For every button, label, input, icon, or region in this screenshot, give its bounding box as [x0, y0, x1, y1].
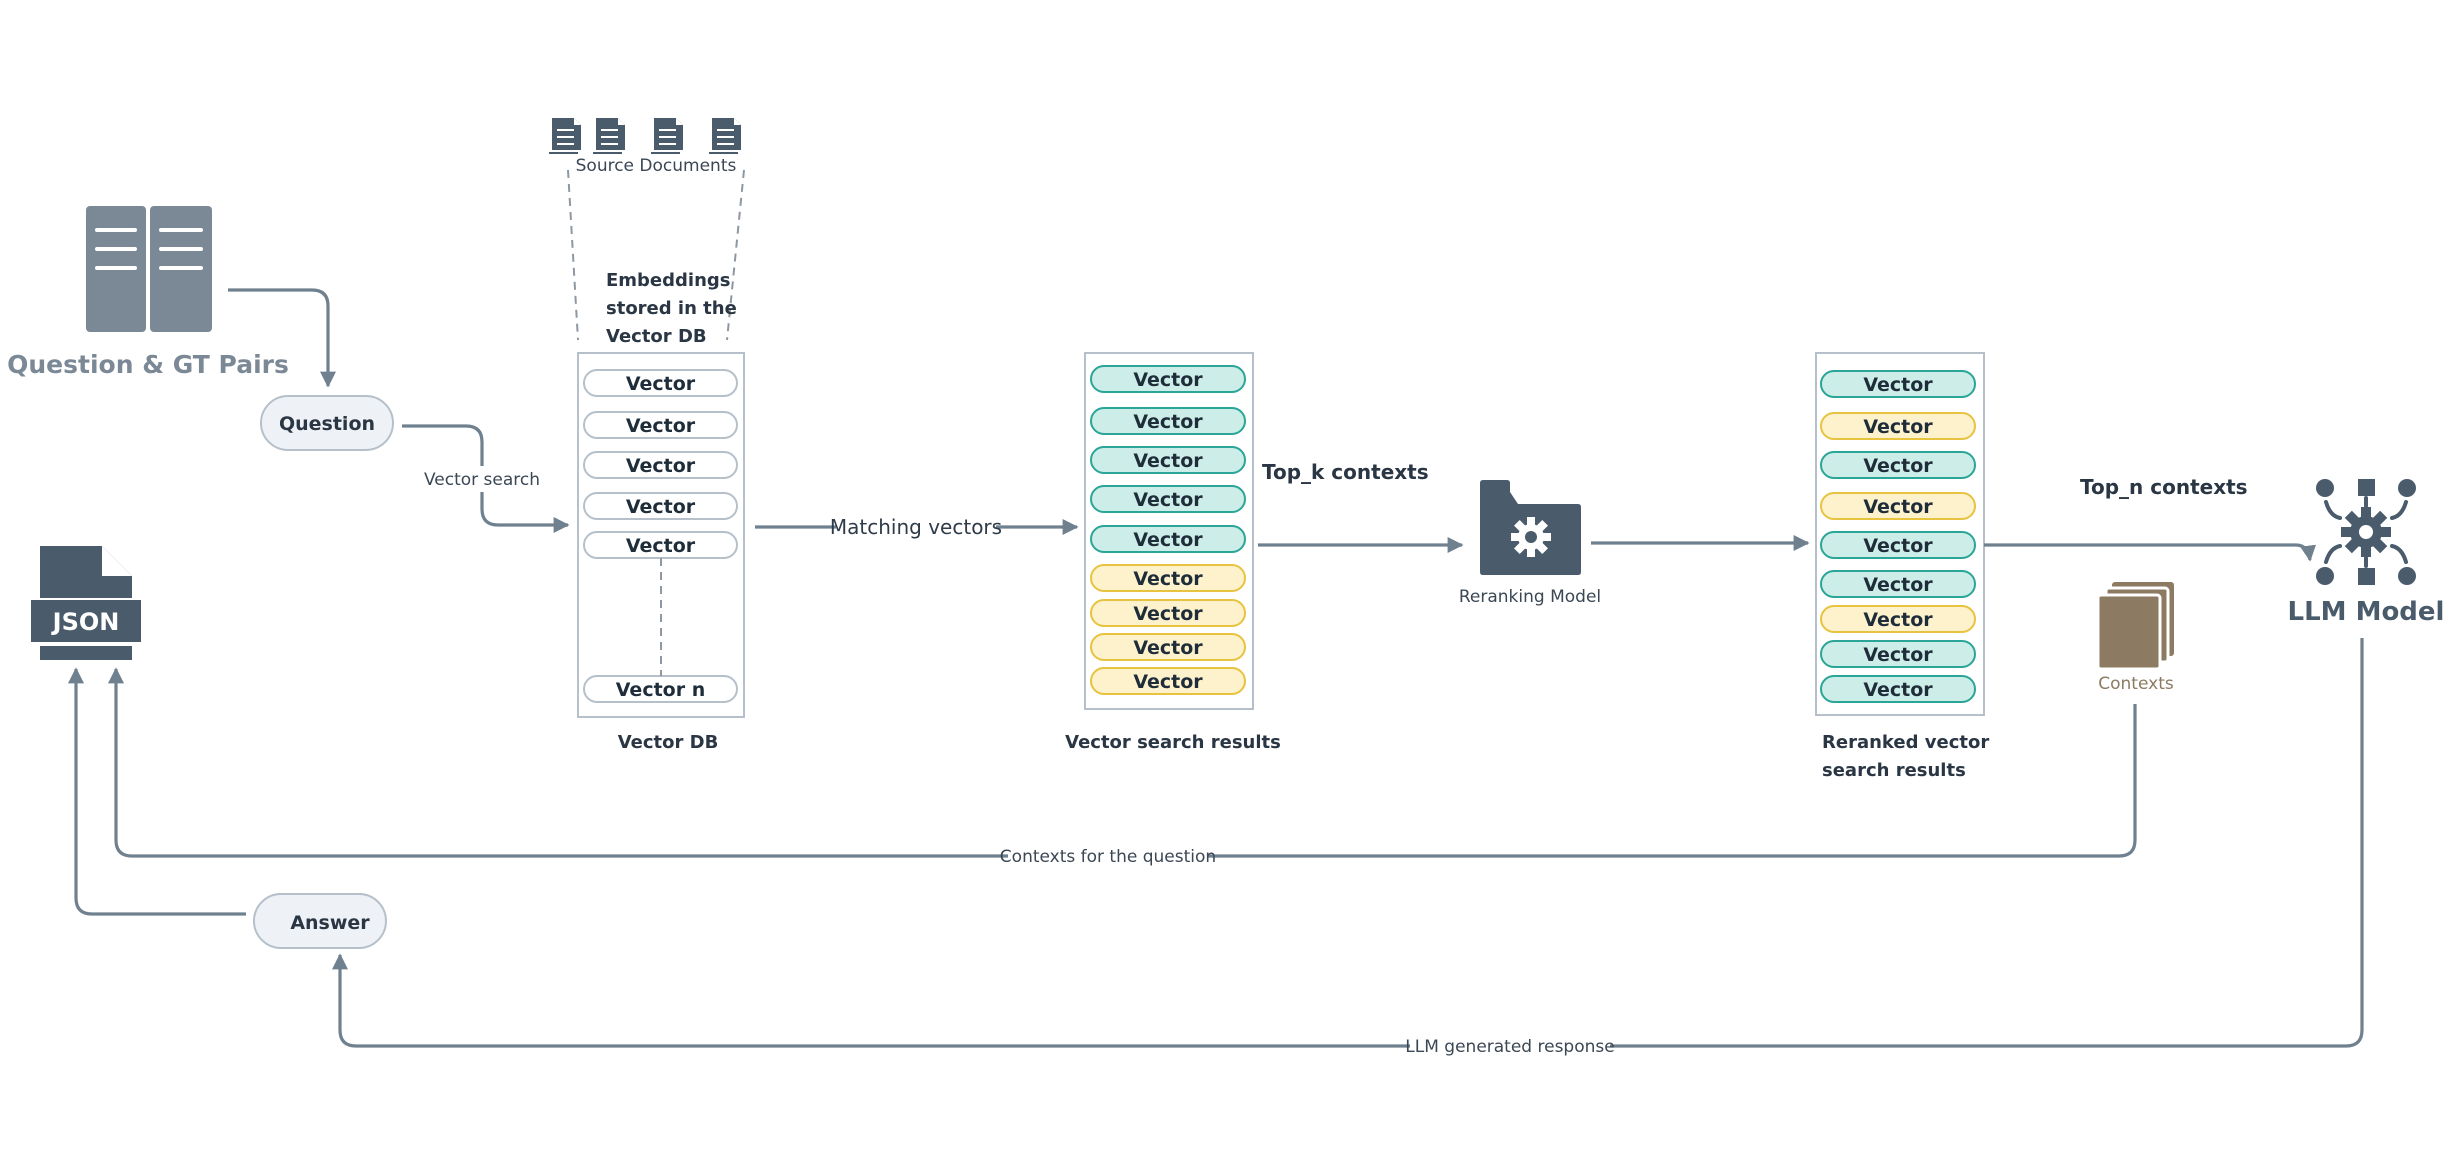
search-result-item: Vector [1090, 633, 1246, 661]
vector-label: Vector [1863, 535, 1933, 557]
vector-label: Vector [1133, 411, 1203, 433]
search-results-title: Vector search results [1065, 732, 1281, 753]
vector-label: Vector [626, 496, 696, 518]
search-result-item: Vector [1090, 525, 1246, 553]
vector-label: Vector [1133, 603, 1203, 625]
source-documents-icons [549, 118, 741, 154]
vector-label: Vector [1863, 644, 1933, 666]
edge-top-n [1984, 543, 2317, 562]
reranked-title-line-2: search results [1822, 760, 1966, 781]
vector-label: Vector [1863, 496, 1933, 518]
network-gear-icon [2316, 479, 2416, 585]
vector-label: Vector [626, 415, 696, 437]
vector-label: Vector n [616, 679, 705, 701]
edge-llm-generated-response [332, 638, 2364, 1048]
search-result-item: Vector [1090, 485, 1246, 513]
reranked-results-items: VectorVectorVectorVectorVectorVectorVect… [1820, 370, 1976, 703]
reranked-result-item: Vector [1820, 640, 1976, 668]
vector-db-item: Vector [583, 411, 738, 439]
vector-label: Vector [1863, 455, 1933, 477]
source-documents-label: Source Documents [576, 156, 737, 176]
vector-db-item: Vector [583, 451, 738, 479]
vector-label: Vector [1133, 450, 1203, 472]
reranked-result-item: Vector [1820, 531, 1976, 559]
question-label: Question [279, 413, 375, 435]
document-icon [709, 118, 741, 154]
reranking-model-label: Reranking Model [1459, 587, 1601, 607]
vector-label: Vector [626, 373, 696, 395]
embeddings-note-line-2: stored in the [606, 298, 737, 319]
reranked-result-item: Vector [1820, 412, 1976, 440]
document-icon [593, 118, 625, 154]
edge-qa-to-question [228, 288, 336, 388]
vector-label: Vector [626, 455, 696, 477]
reranked-result-item: Vector [1820, 492, 1976, 520]
vector-label: Vector [1133, 369, 1203, 391]
search-result-item: Vector [1090, 599, 1246, 627]
question-node: Question [260, 395, 394, 451]
reranked-result-item: Vector [1820, 570, 1976, 598]
reranked-result-item: Vector [1820, 451, 1976, 479]
document-pair-icon [86, 206, 212, 332]
contexts-label: Contexts [2098, 674, 2174, 694]
json-file-icon: JSON [31, 546, 141, 660]
vector-db-container [577, 352, 745, 718]
vector-label: Vector [1863, 609, 1933, 631]
reranked-results-container [1815, 352, 1985, 716]
vector-db-item: Vector [583, 531, 738, 559]
vector-label: Vector [1133, 671, 1203, 693]
json-label: JSON [51, 608, 120, 636]
search-results-container [1084, 352, 1254, 710]
vector-label: Vector [1133, 529, 1203, 551]
contexts-for-question-label: Contexts for the question [1000, 847, 1216, 867]
embeddings-note-line-3: Vector DB [606, 326, 707, 347]
embeddings-note-line-1: Embeddings [606, 270, 731, 291]
search-result-item: Vector [1090, 446, 1246, 474]
vector-db-item: Vector [583, 369, 738, 397]
stacked-pages-icon [2096, 582, 2174, 671]
search-result-item: Vector [1090, 564, 1246, 592]
reranked-result-item: Vector [1820, 370, 1976, 398]
vector-label: Vector [1133, 637, 1203, 659]
vector-label: Vector [1863, 416, 1933, 438]
document-icon [549, 118, 581, 154]
vector-db-item-last: Vector n [583, 675, 738, 703]
document-icon [651, 118, 683, 154]
vector-label: Vector [1133, 568, 1203, 590]
vector-label: Vector [1863, 679, 1933, 701]
question-gt-pairs-title: Question & GT Pairs [7, 350, 289, 379]
search-result-item: Vector [1090, 407, 1246, 435]
answer-node: Answer [253, 893, 387, 949]
reranked-result-item: Vector [1820, 675, 1976, 703]
top-k-label: Top_k contexts [1262, 460, 1429, 484]
llm-generated-response-label: LLM generated response [1405, 1037, 1614, 1057]
vector-db-title: Vector DB [618, 732, 719, 753]
reranked-title-line-1: Reranked vector [1822, 732, 1989, 753]
search-result-item: Vector [1090, 667, 1246, 695]
vector-db-item: Vector [583, 492, 738, 520]
vector-label: Vector [1863, 374, 1933, 396]
vector-search-label: Vector search [424, 470, 540, 490]
search-result-item: Vector [1090, 365, 1246, 393]
reranked-result-item: Vector [1820, 605, 1976, 633]
vector-label: Vector [626, 535, 696, 557]
vector-label: Vector [1133, 489, 1203, 511]
answer-label: Answer [290, 912, 370, 934]
vector-label: Vector [1863, 574, 1933, 596]
top-n-label: Top_n contexts [2080, 475, 2248, 499]
edge-answer-to-json [68, 667, 246, 916]
matching-vectors-label: Matching vectors [830, 515, 1002, 539]
folder-gear-icon [1480, 480, 1581, 575]
llm-model-title: LLM Model [2288, 597, 2445, 627]
search-results-items: VectorVectorVectorVectorVectorVectorVect… [1090, 365, 1246, 695]
